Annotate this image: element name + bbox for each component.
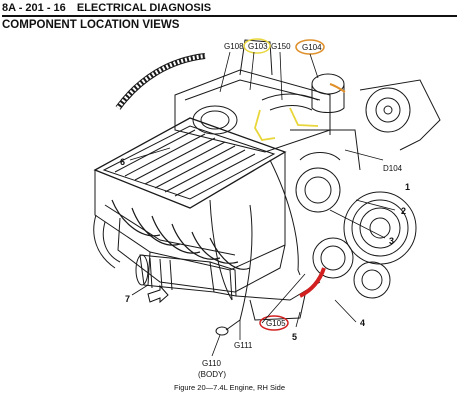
spark-plug-wires: [111, 199, 251, 270]
callout-body: (BODY): [198, 370, 226, 379]
accessory-drive: [290, 79, 441, 299]
callout-d104: D104: [383, 164, 403, 173]
exhaust-manifold: [93, 214, 121, 269]
leader-lines: [129, 51, 396, 357]
callout-g111: G111: [234, 341, 253, 350]
direction-arrow: [147, 284, 169, 304]
engine-block: [94, 152, 286, 301]
red-highlight: [259, 267, 326, 331]
starter-motor: [135, 254, 237, 297]
callout-5: 5: [292, 332, 297, 342]
callout-1: 1: [405, 182, 410, 192]
header-rule: [2, 15, 457, 17]
callout-g103: G103: [248, 42, 268, 51]
intake-manifold: [174, 39, 331, 153]
callout-2: 2: [401, 206, 406, 216]
distributor: [311, 73, 345, 135]
page-header: 8A - 201 - 16 ELECTRICAL DIAGNOSIS: [2, 2, 457, 15]
callout-7: 7: [125, 294, 130, 304]
wire-loom: [115, 53, 206, 110]
oil-pan: [235, 281, 321, 321]
callout-g108: G108: [224, 42, 244, 51]
valve-cover: [93, 117, 287, 209]
callout-6: 6: [120, 157, 125, 167]
page-title: COMPONENT LOCATION VIEWS: [2, 19, 180, 31]
callout-g110: G110: [202, 359, 222, 368]
callout-g104: G104: [302, 43, 322, 52]
callout-g105: G105: [266, 319, 286, 328]
callout-3: 3: [389, 236, 394, 246]
ground-wires: [209, 159, 301, 336]
callout-4: 4: [360, 318, 365, 328]
figure-caption: Figure 20—7.4L Engine, RH Side: [173, 383, 286, 392]
page-number: 8A - 201 - 16: [2, 2, 66, 14]
section-title: ELECTRICAL DIAGNOSIS: [76, 2, 212, 14]
yellow-highlight: [243, 38, 319, 141]
callout-g150: G150: [271, 42, 291, 51]
